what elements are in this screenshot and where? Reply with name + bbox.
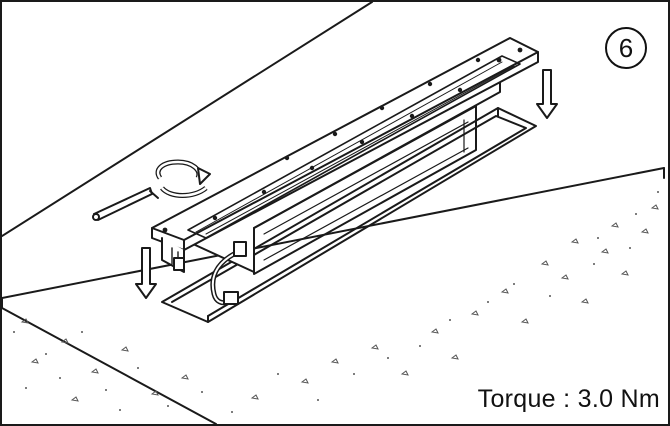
screw-hole	[475, 57, 481, 63]
concrete-dots	[13, 191, 659, 413]
screw-hole	[261, 189, 267, 195]
step-number: 6	[618, 33, 634, 63]
floor-surface	[2, 2, 665, 299]
screw-holes	[162, 47, 523, 233]
floor-recess	[161, 107, 537, 323]
screw-hole	[359, 139, 365, 145]
screw-hole	[162, 227, 168, 233]
screw-hole	[332, 131, 338, 137]
arrow-down-icon	[536, 69, 558, 119]
screw-hole	[309, 165, 315, 171]
fixture-housing	[179, 81, 501, 275]
screw-hole	[212, 215, 218, 221]
screw-hole	[284, 155, 290, 161]
arrow-down-icon	[135, 247, 157, 299]
end-clamp	[161, 237, 185, 273]
concrete-aggregate	[20, 204, 659, 402]
screw-hole	[379, 105, 385, 111]
screw-hole	[496, 57, 502, 63]
step-number-badge: 6	[605, 27, 647, 69]
top-plate	[151, 37, 539, 251]
screwdriver	[92, 187, 159, 221]
cable-connector	[210, 241, 247, 306]
rotate-arrow-icon	[155, 159, 211, 198]
screw-hole	[427, 81, 433, 87]
torque-caption: Torque : 3.0 Nm	[477, 385, 660, 413]
screw-hole	[457, 87, 463, 93]
floor-thickness	[2, 167, 665, 424]
screw-hole	[409, 113, 415, 119]
screw-hole	[517, 47, 523, 53]
